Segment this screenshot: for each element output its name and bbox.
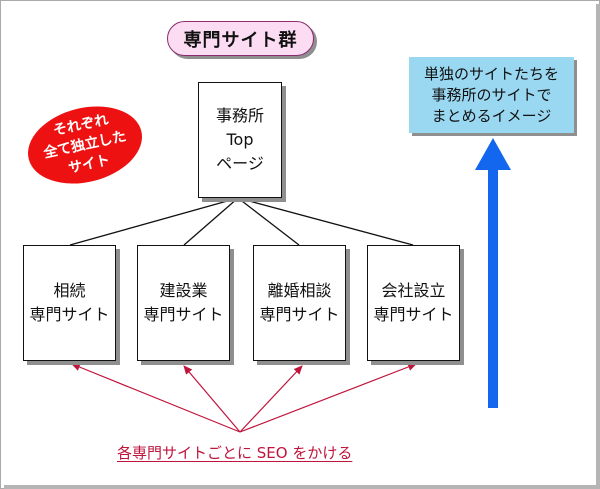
top-box-line-1: 事務所 (215, 106, 264, 125)
tree-connector-rikon (237, 197, 300, 246)
seo-caption: 各専門サイトごとに SEO をかける (117, 444, 353, 462)
site-box-rikon: 離婚相談 専門サイト (253, 245, 346, 361)
tree-connector-kaisha (237, 197, 414, 246)
site-box-title: 建設業 (159, 281, 208, 300)
site-box-subtitle: 専門サイト (143, 305, 224, 324)
top-box-line-3: ページ (216, 154, 264, 173)
frame-shadow-right (596, 4, 600, 489)
seo-arrow-souzoku (71, 363, 241, 433)
concept-note: 単独のサイトたちを 事務所のサイトで まとめるイメージ (409, 57, 574, 133)
seo-arrow-kensetsu (183, 365, 241, 433)
site-box-title: 相続 (53, 281, 86, 300)
note-line-3: まとめるイメージ (431, 106, 552, 125)
note-line-2: 事務所のサイトで (431, 85, 552, 104)
site-group-title: 専門サイト群 (167, 21, 314, 56)
site-box-subtitle: 専門サイト (29, 305, 110, 324)
site-box-subtitle: 専門サイト (373, 305, 454, 324)
blue-up-arrow (475, 138, 511, 408)
site-box-kensetsu: 建設業 専門サイト (137, 245, 230, 361)
top-box-line-2: Top (226, 130, 254, 149)
site-box-title: 離婚相談 (267, 281, 332, 300)
seo-arrow-rikon (239, 365, 303, 433)
site-box-souzoku: 相続 専門サイト (23, 245, 116, 361)
note-line-1: 単独のサイトたちを (423, 64, 559, 83)
site-box-title: 会社設立 (381, 281, 446, 300)
frame-shadow-bottom (4, 485, 600, 489)
site-box-subtitle: 専門サイト (259, 305, 340, 324)
site-box-kaisha: 会社設立 専門サイト (367, 245, 460, 361)
tree-connector-kensetsu (183, 197, 239, 246)
tree-connector-souzoku (69, 197, 239, 246)
office-top-page-box: 事務所 Top ページ (198, 82, 282, 198)
independent-sites-badge (28, 106, 142, 184)
seo-arrow-kaisha (239, 363, 417, 433)
